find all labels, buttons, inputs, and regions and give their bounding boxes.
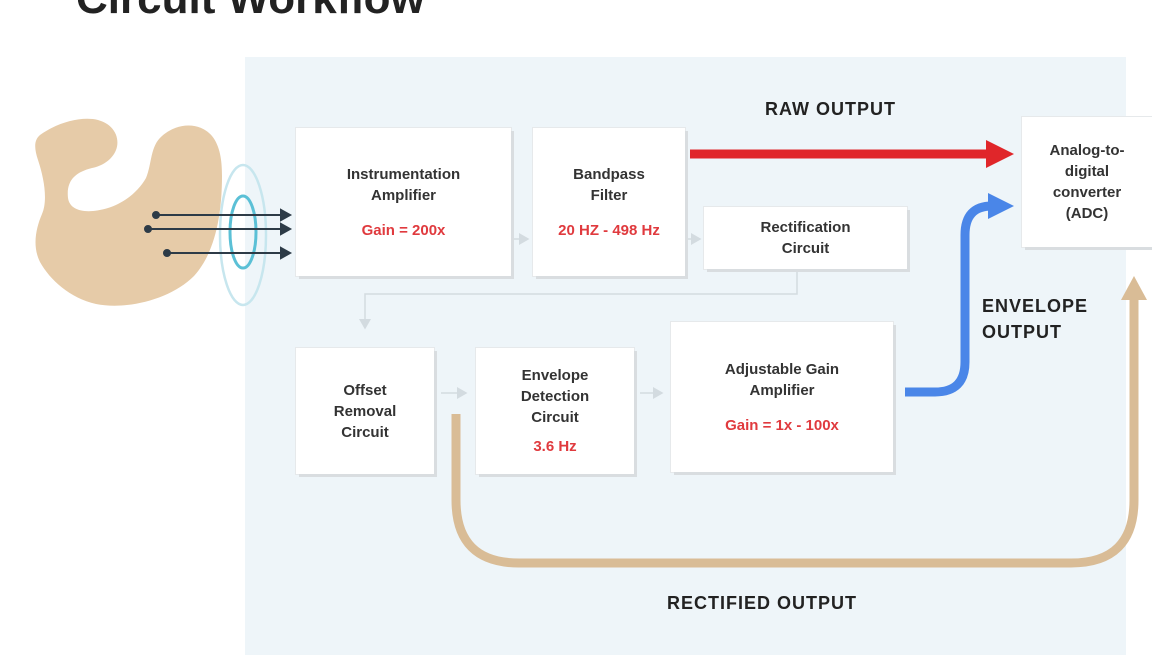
page-title: Circuit Workflow (76, 0, 425, 24)
rectified-output-arrow (451, 298, 1139, 568)
offset-removal-circuit-title: Offset Removal Circuit (333, 381, 397, 441)
rectified-output-label: RECTIFIED OUTPUT (667, 593, 857, 613)
offset-removal-circuit-block: Offset Removal Circuit (296, 348, 434, 474)
adjustable-gain-amplifier-title: Adjustable Gain Amplifier (724, 360, 840, 399)
adjustable-gain-amplifier-gain: Gain = 1x - 100x (725, 416, 839, 434)
flexed-arm-icon (35, 118, 293, 307)
rectification-circuit-title: Rectification Circuit (760, 219, 851, 257)
instrumentation-amplifier-title: Instrumentation Amplifier (346, 165, 461, 204)
bandpass-filter-range: 20 HZ - 498 Hz (558, 221, 660, 239)
instrumentation-amplifier-block: Instrumentation Amplifier Gain = 200x (296, 128, 511, 276)
signal-lines (144, 208, 293, 260)
envelope-output-arrow (905, 201, 993, 397)
envelope-detection-circuit-title: Envelope Detection Circuit (520, 367, 590, 426)
raw-output-arrowhead (986, 140, 1014, 168)
adc-title: Analog-to-digital converter (ADC) (1049, 142, 1125, 222)
rectification-circuit-block: Rectification Circuit (704, 207, 907, 269)
rectified-output-arrowhead (1121, 276, 1147, 300)
adc-block: Analog-to-digital converter (ADC) (1022, 117, 1152, 247)
raw-output-label: RAW OUTPUT (765, 99, 896, 119)
envelope-output-arrowhead (988, 193, 1014, 219)
instrumentation-amplifier-gain: Gain = 200x (361, 221, 446, 239)
envelope-detection-frequency: 3.6 Hz (533, 438, 577, 455)
envelope-output-label: ENVELOPE OUTPUT (982, 296, 1089, 342)
bandpass-filter-title: Bandpass Filter (573, 165, 645, 204)
connector-rectifier-to-offset (359, 270, 798, 330)
arm-shape (35, 118, 222, 306)
bandpass-filter-block: Bandpass Filter 20 HZ - 498 Hz (533, 128, 685, 276)
adjustable-gain-amplifier-block: Adjustable Gain Amplifier Gain = 1x - 10… (671, 322, 893, 472)
electrode-ring-icon (218, 163, 268, 307)
envelope-detection-circuit-block: Envelope Detection Circuit 3.6 Hz (476, 348, 634, 474)
